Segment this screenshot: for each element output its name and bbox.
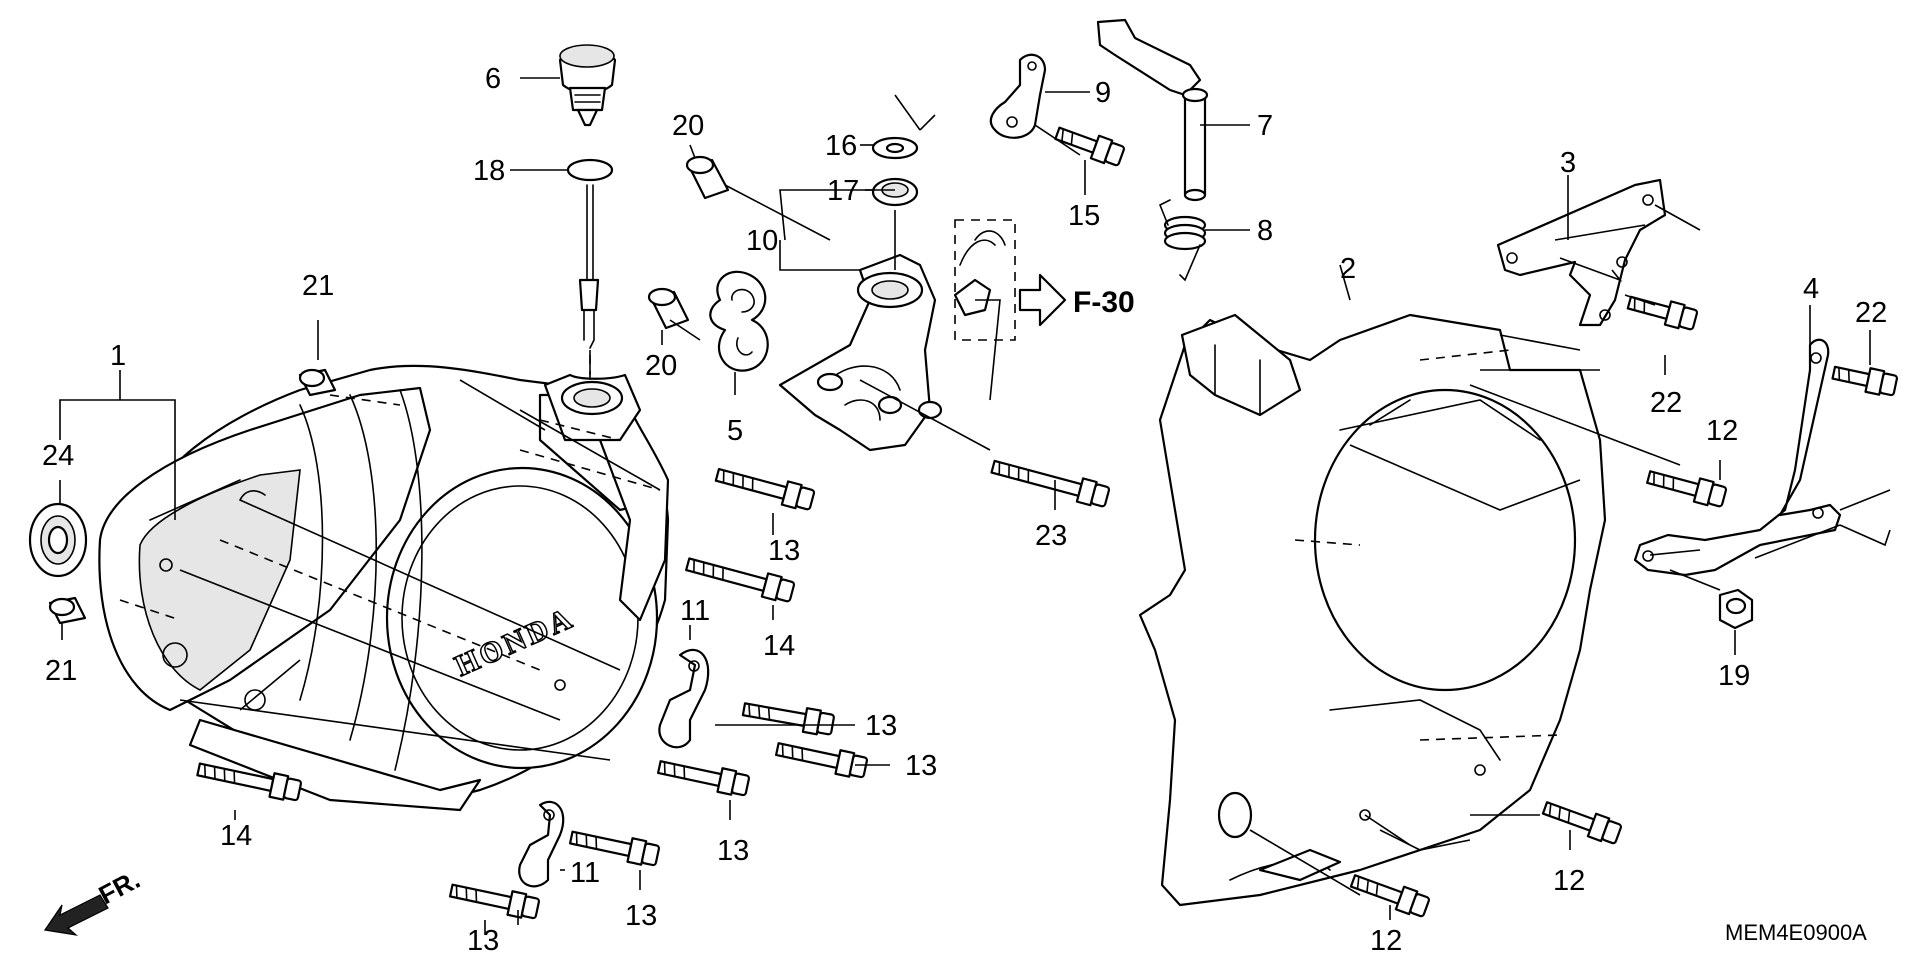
- bolt-14-upper: [685, 557, 796, 603]
- callout-24: 24: [42, 440, 74, 472]
- callout-21-lower: 21: [45, 655, 77, 687]
- callout-13-c: 13: [905, 750, 937, 782]
- bolt-14-lower: [196, 762, 303, 802]
- housing-part-10: [778, 253, 992, 452]
- oil-seal: [871, 177, 919, 207]
- callout-21-upper: 21: [302, 270, 334, 302]
- bracket-part-3: [1496, 178, 1667, 327]
- diagram-code: MEM4E0900A: [1725, 920, 1867, 945]
- bolt-12-bottom: [1349, 874, 1430, 918]
- bearing-part: [28, 502, 88, 578]
- callout-4: 4: [1803, 273, 1819, 305]
- callout-14-upper: 14: [763, 630, 795, 662]
- washer: [871, 136, 919, 160]
- callout-12-right: 12: [1553, 865, 1585, 897]
- bolt-22-right: [1831, 365, 1899, 397]
- bolt-13-bottom-a: [568, 830, 661, 867]
- callout-6: 6: [485, 63, 501, 95]
- dowel-pin-lower: [48, 596, 87, 625]
- clip-upper: [658, 648, 710, 749]
- dowel-pin-upper: [298, 368, 337, 397]
- o-ring: [566, 158, 614, 182]
- callout-labels: 1 2 3 4 5 6 7 8 9 10 11 11 12 12 12 13 1…: [42, 63, 1887, 957]
- callout-22-upper: 22: [1650, 387, 1682, 419]
- return-spring: [1158, 199, 1207, 282]
- bolt-13-bottom-b: [448, 883, 541, 920]
- oil-filler-neck: [543, 373, 642, 442]
- callout-13-e: 13: [625, 900, 657, 932]
- collar-upper: [685, 155, 730, 200]
- bolt-23: [990, 459, 1111, 508]
- left-crankcase-cover: HONDA: [98, 364, 670, 812]
- leader-lines: [59, 77, 1871, 935]
- callout-11-lower: 11: [570, 857, 600, 889]
- callout-19: 19: [1718, 660, 1750, 692]
- callout-20-upper: 20: [672, 110, 704, 142]
- bracket-part-4: [1633, 338, 1842, 577]
- callout-8: 8: [1257, 215, 1273, 247]
- reference-label: F-30: [1073, 286, 1135, 319]
- callout-9: 9: [1095, 77, 1111, 109]
- bolt-12-lower-right: [1541, 801, 1622, 845]
- callout-17: 17: [827, 175, 859, 207]
- oil-filler-cap: [558, 44, 617, 127]
- gasket: [709, 270, 769, 372]
- callout-11-upper: 11: [680, 595, 710, 627]
- callout-15: 15: [1068, 200, 1100, 232]
- callout-13-f: 13: [467, 925, 499, 957]
- shift-arm: [1096, 18, 1209, 202]
- clip-lower: [518, 800, 565, 888]
- bracket-part-9: [989, 53, 1047, 139]
- nut: [1718, 588, 1754, 630]
- callout-20-lower: 20: [645, 350, 677, 382]
- callout-22-right: 22: [1855, 297, 1887, 329]
- callout-13-a: 13: [768, 535, 800, 567]
- callout-13-b: 13: [865, 710, 897, 742]
- collar-lower: [647, 287, 690, 330]
- bolt-13-upper: [714, 467, 816, 511]
- reference-arrow: [1018, 273, 1067, 327]
- outer-cover-part-2: [1138, 313, 1607, 907]
- bolt-22-upper: [1626, 295, 1699, 331]
- callout-3: 3: [1560, 147, 1576, 179]
- callout-16: 16: [825, 130, 857, 162]
- callout-12-bottom: 12: [1370, 925, 1402, 957]
- callout-7: 7: [1257, 110, 1273, 142]
- bolt-15: [1054, 126, 1125, 167]
- bolt-13-right-a: [741, 702, 835, 736]
- callout-23: 23: [1035, 520, 1067, 552]
- front-direction-arrow: [43, 894, 109, 936]
- callout-14-lower: 14: [220, 820, 252, 852]
- dipstick-rod: [578, 184, 600, 349]
- bolt-12-upper: [1646, 470, 1728, 508]
- callout-1: 1: [110, 340, 126, 372]
- callout-5: 5: [727, 415, 743, 447]
- assembly-lines: [119, 94, 1891, 896]
- bolt-13-middle: [657, 760, 751, 797]
- callout-12-upper: 12: [1706, 415, 1738, 447]
- callout-13-d: 13: [717, 835, 749, 867]
- callout-10: 10: [746, 225, 778, 257]
- callout-18: 18: [473, 155, 505, 187]
- callout-2: 2: [1340, 253, 1356, 285]
- bolt-13-right-b: [775, 742, 869, 779]
